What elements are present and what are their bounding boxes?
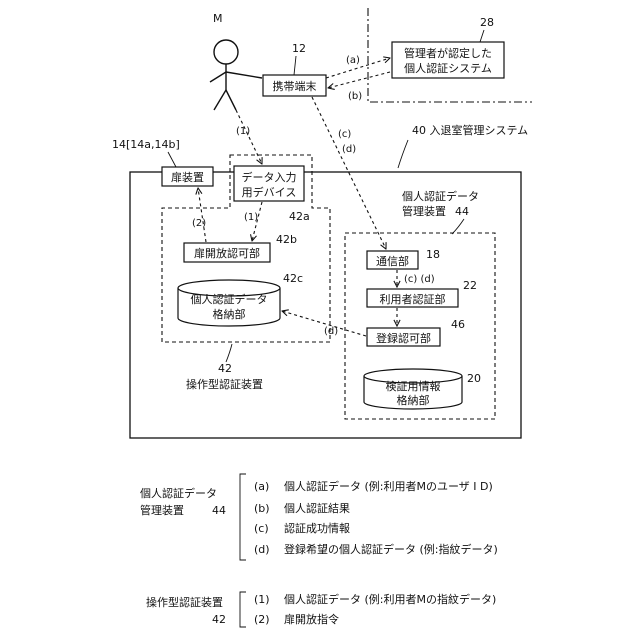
registration-label: 登録認可部 xyxy=(376,331,431,345)
arrow-1-top xyxy=(236,110,262,164)
verification-line2: 格納部 xyxy=(397,393,430,407)
edge-label-d-storage: (d) xyxy=(324,326,338,337)
leader-28 xyxy=(480,30,484,42)
legend-top-text-c: 認証成功情報 xyxy=(284,521,350,535)
admin-system-line2: 個人認証システム xyxy=(404,61,492,75)
person-m-icon xyxy=(210,40,262,110)
ref-42b: 42b xyxy=(276,233,297,246)
ref-20: 20 xyxy=(467,372,481,385)
edge-label-d: (d) xyxy=(342,144,356,155)
legend-bottom-key-2: (2) xyxy=(254,613,270,626)
leader-44 xyxy=(452,219,464,234)
ref-42: 42 xyxy=(218,362,232,375)
legend-bottom-text-1: 個人認証データ (例:利用者Mの指紋データ) xyxy=(284,592,496,606)
leader-40 xyxy=(398,140,408,168)
leader-12 xyxy=(294,56,296,75)
leader-14 xyxy=(168,152,176,167)
legend-top-text-b: 個人認証結果 xyxy=(284,501,350,515)
legend-bottom-bracket xyxy=(240,592,246,627)
storage-line1: 個人認証データ xyxy=(191,292,268,306)
legend-top-key-b: (b) xyxy=(254,502,270,515)
edge-label-c: (c) xyxy=(338,129,351,140)
legend-bottom: 操作型認証装置 42 (1) 個人認証データ (例:利用者Mの指紋データ) (2… xyxy=(146,592,496,627)
edge-label-2: (2) xyxy=(192,218,206,229)
legend-top-key-a: (a) xyxy=(254,480,269,493)
ref-18: 18 xyxy=(426,248,440,261)
legend-bottom-ref: 42 xyxy=(212,613,226,626)
mobile-terminal-label: 携帯端末 xyxy=(273,79,317,93)
ref-46: 46 xyxy=(451,318,465,331)
legend-top-key-c: (c) xyxy=(254,522,269,535)
edge-label-1-top: (1) xyxy=(236,126,250,137)
ref-12: 12 xyxy=(292,42,306,55)
system-ref-label: 40 入退室管理システム xyxy=(412,123,528,137)
edge-label-b: (b) xyxy=(348,91,362,102)
ref-42a: 42a xyxy=(289,210,310,223)
legend-top-text-d: 登録希望の個人認証データ (例:指紋データ) xyxy=(284,542,498,556)
legend-bottom-text-2: 扉開放指令 xyxy=(284,612,339,626)
door-device-label: 扉装置 xyxy=(171,171,204,184)
legend-top-key-d: (d) xyxy=(254,543,270,556)
legend-bottom-key-1: (1) xyxy=(254,593,270,606)
admin-system-line1: 管理者が認定した xyxy=(404,46,492,60)
ref-14: 14[14a,14b] xyxy=(112,138,180,151)
legend-top-bracket xyxy=(240,474,246,560)
arrow-2 xyxy=(198,188,206,242)
legend-top-title-1: 個人認証データ xyxy=(140,486,217,500)
legend-top-text-a: 個人認証データ (例:利用者Mのユーザ I D) xyxy=(284,479,493,493)
communication-label: 通信部 xyxy=(376,254,409,268)
data-input-line1: データ入力 xyxy=(242,170,297,184)
arrow-cd-mobile xyxy=(312,97,386,249)
person-label: M xyxy=(213,12,223,25)
legend-top: 個人認証データ 管理装置 44 (a) 個人認証データ (例:利用者Mのユーザ … xyxy=(140,474,498,560)
edge-label-1-inner: (1) xyxy=(244,212,258,223)
verification-line1: 検証用情報 xyxy=(386,379,441,393)
legend-bottom-title: 操作型認証装置 xyxy=(146,595,223,609)
pdm-line1: 個人認証データ xyxy=(402,189,479,203)
edge-label-cd: (c) (d) xyxy=(404,274,435,285)
legend-top-ref: 44 xyxy=(212,504,226,517)
ref-22: 22 xyxy=(463,279,477,292)
arrow-b xyxy=(328,72,390,88)
data-input-line2: 用デバイス xyxy=(242,185,297,199)
leader-42 xyxy=(226,344,232,362)
storage-line2: 格納部 xyxy=(213,307,246,321)
pdm-line2: 管理装置 xyxy=(402,204,446,218)
legend-top-title-2: 管理装置 xyxy=(140,503,184,517)
ref-42c: 42c xyxy=(283,272,303,285)
edge-label-a: (a) xyxy=(346,55,360,66)
ref-28: 28 xyxy=(480,16,494,29)
user-auth-label: 利用者認証部 xyxy=(380,292,446,306)
op-device-label: 操作型認証装置 xyxy=(186,377,263,391)
door-permit-label: 扉開放認可部 xyxy=(194,246,260,260)
ref-44: 44 xyxy=(455,205,469,218)
